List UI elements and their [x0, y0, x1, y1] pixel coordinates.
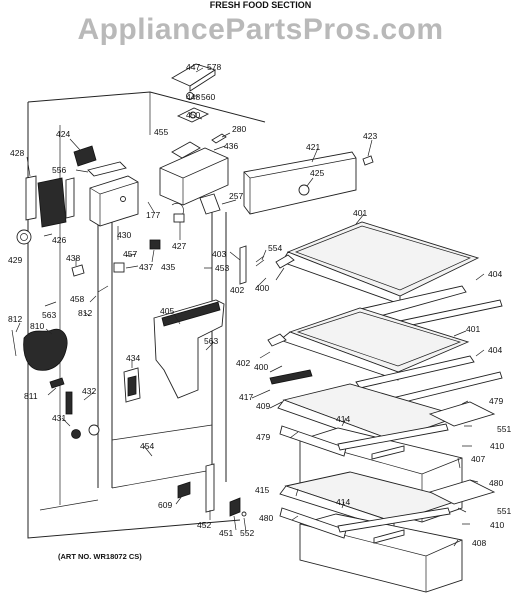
watermark: AppliancePartsPros.com: [77, 13, 444, 46]
callout-label: 404: [488, 269, 502, 279]
callout-label: 414: [336, 497, 350, 507]
shelf-rail: [239, 245, 265, 285]
callout-label: 405: [160, 306, 174, 316]
callout-label: 554: [268, 243, 282, 253]
callout-label: 551: [497, 424, 511, 434]
bottom-brackets: [177, 463, 247, 517]
leader-lines: [15, 67, 485, 547]
callout-label: 400: [254, 362, 268, 372]
callout-label: 438: [66, 253, 80, 263]
callout-label: 409: [256, 401, 270, 411]
callout-label: 812: [78, 308, 92, 318]
light-socket: [73, 145, 127, 177]
callout-labels-repeat: 401 402 400 404 563 812 479 414 551 410 …: [78, 308, 511, 530]
small-parts: [16, 229, 161, 277]
callout-label: 436: [224, 141, 238, 151]
callout-label: 452: [197, 520, 211, 530]
drain-parts: [65, 391, 100, 439]
callout-label: 177: [146, 210, 160, 220]
callout-label: 609: [158, 500, 172, 510]
callout-label: 435: [161, 262, 175, 272]
section-title: FRESH FOOD SECTION: [209, 0, 312, 10]
callout-labels: 447 578 448 560 450 280 424 455 436 421 …: [8, 62, 511, 548]
callout-label: 414: [336, 414, 350, 424]
callout-label: 401: [353, 208, 367, 218]
callout-label: 421: [306, 142, 320, 152]
callout-label: 402: [236, 358, 250, 368]
callout-label: 431: [52, 413, 66, 423]
callout-label: 563: [204, 336, 218, 346]
callout-label: 424: [56, 129, 70, 139]
callout-label: 447: [186, 62, 200, 72]
callout-label: 578: [207, 62, 221, 72]
callout-label: 552: [240, 528, 254, 538]
callout-label: 453: [215, 263, 229, 273]
callout-label: 458: [70, 294, 84, 304]
callout-label: 407: [471, 454, 485, 464]
callout-label: 812: [8, 314, 22, 324]
callout-label: 404: [488, 345, 502, 355]
top-cover-assembly: [171, 63, 217, 123]
callout-label: 556: [52, 165, 66, 175]
shelf-frame: [269, 369, 313, 385]
art-number: (ART NO. WR18072 CS): [58, 552, 142, 561]
callout-label: 811: [24, 391, 38, 401]
callout-label: 427: [172, 241, 186, 251]
callout-label: 563: [42, 310, 56, 320]
callout-label: 415: [255, 485, 269, 495]
callout-label: 432: [82, 386, 96, 396]
callout-label: 403: [212, 249, 226, 259]
callout-label: 434: [126, 353, 140, 363]
damper-cover: [89, 175, 139, 227]
callout-label: 430: [117, 230, 131, 240]
callout-label: 457: [123, 249, 137, 259]
callout-label: 455: [154, 127, 168, 137]
callout-label: 400: [255, 283, 269, 293]
middle-shelf: [267, 307, 503, 405]
control-housing: [159, 133, 229, 206]
callout-label: 450: [186, 110, 200, 120]
callout-label: 257: [229, 191, 243, 201]
callout-label: 451: [219, 528, 233, 538]
callout-label: 410: [490, 441, 504, 451]
cabinet-liner: [27, 91, 266, 539]
callout-label: 426: [52, 235, 66, 245]
callout-label: 417: [239, 392, 253, 402]
heater-assembly: [11, 299, 225, 403]
callout-label: 402: [230, 285, 244, 295]
callout-label: 480: [259, 513, 273, 523]
callout-label: 479: [256, 432, 270, 442]
callout-label: 448: [186, 92, 200, 102]
callout-label: 480: [489, 478, 503, 488]
damper-assembly: [25, 175, 75, 228]
callout-label: 423: [363, 131, 377, 141]
thermostat-parts: [171, 193, 221, 223]
callout-label: 401: [466, 324, 480, 334]
callout-label: 425: [310, 168, 324, 178]
callout-label: 479: [489, 396, 503, 406]
callout-label: 437: [139, 262, 153, 272]
callout-label: 560: [201, 92, 215, 102]
control-panel: [243, 151, 374, 215]
callout-label: 408: [472, 538, 486, 548]
lower-drawer: [279, 479, 496, 593]
callout-label: 810: [30, 321, 44, 331]
callout-label: 428: [10, 148, 24, 158]
upper-shelf: [275, 221, 503, 329]
callout-label: 410: [490, 520, 504, 530]
callout-label: 454: [140, 441, 154, 451]
callout-label: 551: [497, 506, 511, 516]
callout-label: 429: [8, 255, 22, 265]
callout-label: 280: [232, 124, 246, 134]
